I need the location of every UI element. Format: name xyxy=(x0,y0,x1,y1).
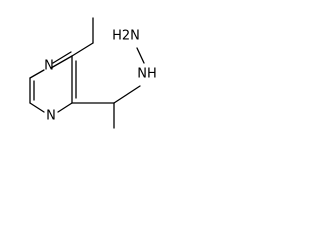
side-chain-bond-nh-to-h2n xyxy=(136,47,145,64)
ring-nitrogen-bottom-label: N xyxy=(46,109,56,124)
ring-bond-c-substituted-to-n-bottom xyxy=(57,102,73,113)
ring-bond-n-top-to-c-ethyl xyxy=(50,55,73,69)
amine-nh-label: NH xyxy=(137,67,157,82)
ring-bond-n-bottom-to-c xyxy=(29,102,45,113)
molecule-structure-diagram: N N NH H2N xyxy=(29,17,157,129)
ring-bond-c-to-n-top xyxy=(29,69,45,79)
side-chain-bond-ch-to-nh xyxy=(113,85,141,104)
hydrazine-h2n-label: H2N xyxy=(112,29,140,44)
ring-nitrogen-top-label: N xyxy=(44,59,54,74)
ring-bond-n-top-to-c-ethyl-double xyxy=(52,51,72,64)
ethyl-bond-ring-to-ch2 xyxy=(71,42,94,57)
